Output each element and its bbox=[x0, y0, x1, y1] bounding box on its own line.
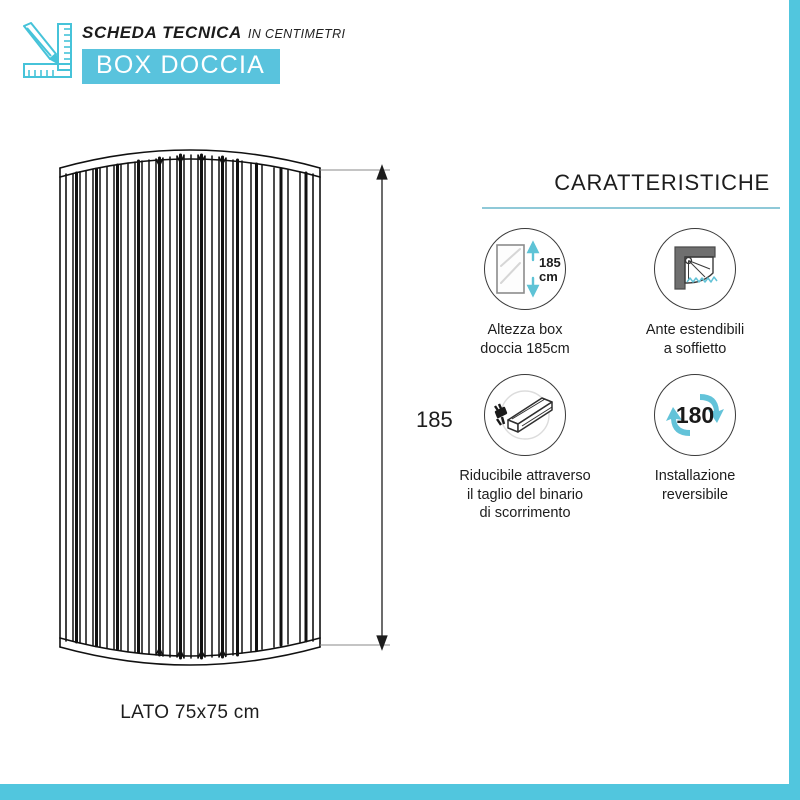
header-title-block: SCHEDA TECNICA IN CENTIMETRI BOX DOCCIA bbox=[82, 24, 532, 84]
product-name-label: BOX DOCCIA bbox=[96, 51, 265, 79]
side-dimension-label: LATO 75x75 cm bbox=[120, 702, 260, 723]
height-dimension-arrow bbox=[376, 164, 388, 651]
feature-caption-folding-doors: Ante estendibili a soffietto bbox=[645, 322, 745, 357]
icon-value-185: 185 bbox=[539, 255, 561, 270]
reversible-180-icon: 180 bbox=[654, 374, 736, 457]
page-header: SCHEDA TECNICA IN CENTIMETRI BOX DOCCIA bbox=[0, 0, 790, 105]
feature-caption-height: Altezza box doccia 185cm bbox=[480, 322, 570, 357]
features-grid: 185 cm Altezza box doccia 185cm bbox=[440, 228, 780, 523]
rail-cutting-icon bbox=[484, 374, 566, 457]
right-accent-band bbox=[789, 0, 800, 800]
shower-panel-height-icon: 185 cm bbox=[484, 228, 566, 310]
bottom-accent-band bbox=[0, 784, 800, 800]
feature-item-folding-doors: Ante estendibili a soffietto bbox=[610, 228, 780, 358]
feature-caption-reducible-rail: Riducibile attraverso il taglio del bina… bbox=[459, 468, 591, 522]
product-name-banner: BOX DOCCIA bbox=[82, 49, 280, 84]
feature-item-reducible-rail: Riducibile attraverso il taglio del bina… bbox=[440, 374, 610, 523]
pencil-and-square-ruler-icon bbox=[18, 22, 80, 82]
features-heading: CARATTERISTICHE bbox=[554, 170, 770, 195]
page-subtitle: IN CENTIMETRI bbox=[247, 27, 346, 41]
icon-value-180: 180 bbox=[676, 402, 714, 428]
shower-enclosure-technical-drawing: LATO 75x75 cm 185 bbox=[30, 130, 453, 750]
page-title: SCHEDA TECNICA bbox=[82, 23, 242, 42]
feature-item-reversible: 180 Installazione reversibile bbox=[610, 374, 780, 523]
feature-caption-reversible: Installazione reversibile bbox=[654, 468, 736, 503]
icon-unit-cm: cm bbox=[539, 269, 558, 284]
height-dimension-label: 185 bbox=[416, 407, 453, 432]
feature-item-height: 185 cm Altezza box doccia 185cm bbox=[440, 228, 610, 358]
features-panel: CARATTERISTICHE bbox=[440, 170, 780, 550]
folding-door-corner-icon bbox=[654, 228, 736, 310]
features-heading-underline bbox=[482, 207, 780, 209]
